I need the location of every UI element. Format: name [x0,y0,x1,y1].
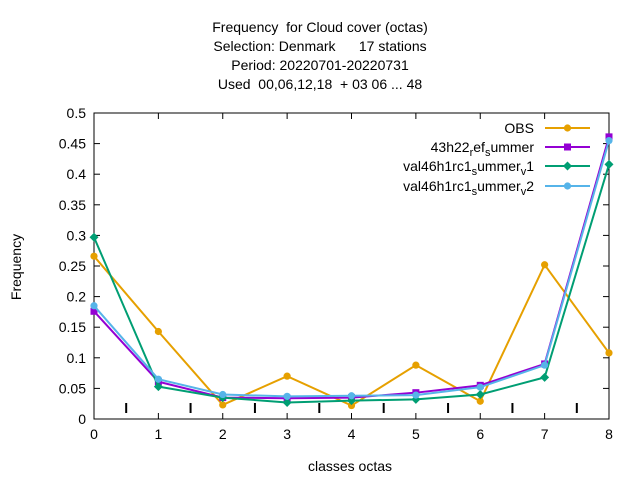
data-point [541,361,549,369]
series-line [93,136,610,400]
data-point [154,375,162,383]
legend-marker-0 [563,124,572,132]
x-tick-label: 4 [348,426,356,442]
chart-title-line-1: Frequency for Cloud cover (octas) [212,19,428,35]
y-tick-label: 0.5 [67,105,87,121]
chart-title-line-3: Period: 20220701-20220731 [231,57,409,73]
chart-title-line-4: Used 00,06,12,18 + 03 06 ... 48 [217,76,423,92]
x-tick-label: 3 [283,426,291,442]
legend-label-0: OBS [504,120,534,136]
y-tick-label: 0.2 [67,289,87,305]
y-tick-label: 0.25 [59,258,86,274]
legend-marker-1 [564,143,571,151]
chart-title-line-2: Selection: Denmark 17 stations [213,38,427,54]
data-point [605,133,613,141]
x-tick-label: 1 [154,426,162,442]
data-point [476,397,484,405]
data-point [347,401,356,410]
y-tick-label: 0.35 [59,197,86,213]
legend-marker-3 [563,182,572,190]
data-point [605,136,613,145]
x-tick-label: 6 [476,426,484,442]
data-point [90,307,98,315]
y-tick-label: 0.3 [67,227,87,243]
plot-axes: 0 0.05 0.1 0.15 0.2 0.25 0.3 0.35 0.4 0.45 0.5 0 1 2 3… [59,105,613,442]
data-point [605,349,613,357]
series-line [93,164,610,404]
data-point [540,372,550,382]
data-point [541,261,549,269]
data-point [283,372,291,380]
data-point [412,361,420,369]
x-tick-label: 2 [219,426,227,442]
legend-label-2: val46h1rc1summerv1 [403,158,534,178]
data-point [153,382,163,392]
legend-marker-2 [563,161,572,171]
legend: OBS 43h22refsummerval46h1rc1summerv1val46… [403,120,590,198]
data-point [90,302,98,310]
y-tick-label: 0.45 [59,136,86,152]
x-axis-label: classes octas [308,458,392,474]
x-tick-label: 8 [605,426,613,442]
x-tick-label: 0 [90,426,98,442]
data-point [89,232,99,242]
legend-label-1: 43h22refsummer [431,139,535,159]
legend-label-3: val46h1rc1summerv2 [403,178,534,198]
data-point [219,390,227,399]
data-point [282,397,292,407]
data-point [219,401,227,409]
x-tick-label: 7 [541,426,549,442]
y-tick-label: 0.4 [67,166,87,182]
x-tick-label: 5 [412,426,420,442]
series-0 [90,252,613,410]
y-axis-label: Frequency [8,234,24,300]
y-tick-label: 0.05 [59,380,86,396]
y-tick-label: 0 [78,411,86,427]
series-3 [90,136,613,400]
data-point [412,391,420,399]
y-tick-label: 0.15 [59,319,86,335]
data-point [90,252,98,260]
series-layer [89,133,614,410]
data-point [476,383,484,391]
y-tick-label: 0.1 [67,350,87,366]
data-point [347,392,356,400]
data-point [283,392,291,400]
data-point [604,159,614,169]
series-1 [90,133,613,402]
data-point [475,390,485,400]
data-point [154,327,162,336]
